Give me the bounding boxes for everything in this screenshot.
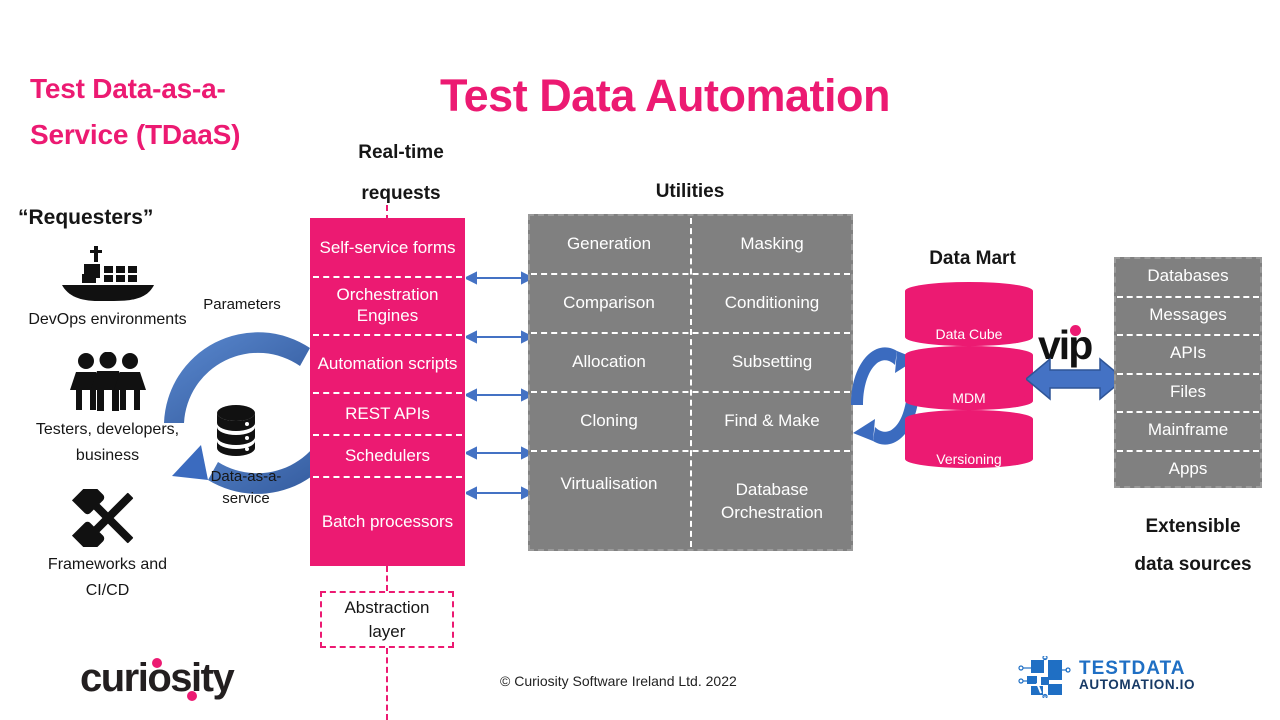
curiosity-logo-dot-i <box>152 658 162 668</box>
hammers-icon <box>0 481 215 555</box>
utilities-heading: Utilities <box>655 181 725 202</box>
realtime-line2: requests <box>361 183 441 204</box>
utility-comparison[interactable]: Comparison <box>563 293 655 312</box>
utilities-grid: Generation Masking Comparison Conditioni… <box>528 214 853 551</box>
testdata-logo-line2: AUTOMATION.IO <box>1079 677 1196 692</box>
abstraction-layer-line2: layer <box>368 621 406 641</box>
curiosity-logo-dot-s <box>187 691 197 701</box>
channel-item-batch-processors[interactable]: Batch processors <box>321 511 454 531</box>
cycle-parameters-label: Parameters <box>203 296 281 313</box>
utility-allocation[interactable]: Allocation <box>572 352 646 371</box>
utility-masking[interactable]: Masking <box>740 234 804 253</box>
channel-item-schedulers[interactable]: Schedulers <box>344 445 431 465</box>
cylinder-label-mdm: MDM <box>952 390 986 406</box>
cylinder-label-versioning: Versioning <box>936 451 1002 467</box>
connector-arrow-1 <box>463 271 535 285</box>
vip-logo-dot <box>1070 325 1081 336</box>
testdata-logo-line1: TESTDATA <box>1079 658 1186 679</box>
extensible-sources-heading: Extensible data sources <box>1098 508 1280 584</box>
people-icon <box>0 351 215 417</box>
utility-database-orchestration[interactable]: Database Orchestration <box>720 479 824 522</box>
utility-virtualisation[interactable]: Virtualisation <box>560 474 658 493</box>
curiosity-logo: curiosity <box>80 655 260 701</box>
utility-cloning[interactable]: Cloning <box>580 411 638 430</box>
data-source-apps[interactable]: Apps <box>1168 458 1208 478</box>
abstraction-layer-line1: Abstraction <box>344 597 430 617</box>
cylinder-label-data-cube: Data Cube <box>935 326 1003 342</box>
connector-arrow-5 <box>463 486 535 500</box>
data-source-divider <box>1117 334 1259 336</box>
data-source-divider <box>1117 449 1259 452</box>
realtime-line1: Real-time <box>358 142 444 163</box>
cycle-daas-label-line2: service <box>222 490 270 507</box>
realtime-connector-line <box>386 205 388 221</box>
requester-frameworks-label-line2: CI/CD <box>85 582 130 599</box>
utility-column-divider <box>690 218 692 547</box>
data-source-divider <box>1117 295 1259 298</box>
testdata-automation-logo: TESTDATA AUTOMATION.IO <box>1015 654 1205 700</box>
requester-frameworks: Frameworks and CI/CD <box>0 481 215 604</box>
ship-icon <box>0 244 215 307</box>
data-source-divider <box>1117 411 1259 413</box>
copyright-text: © Curiosity Software Ireland Ltd. 2022 <box>500 673 737 689</box>
channel-item-automation-scripts[interactable]: Automation scripts <box>317 353 458 373</box>
connector-arrow-4 <box>463 446 535 460</box>
connector-arrow-3 <box>463 388 535 402</box>
cylinder-band-versioning <box>905 410 1033 468</box>
abstraction-layer-box: Abstraction layer <box>320 591 454 648</box>
connector-arrow-2 <box>463 330 535 344</box>
channel-item-self-service-forms[interactable]: Self-service forms <box>319 237 456 257</box>
utility-find-and-make[interactable]: Find & Make <box>724 411 820 430</box>
cylinder-band-data-cube <box>905 282 1033 346</box>
channel-item-orchestration-engines[interactable]: Orchestration Engines <box>336 285 439 325</box>
channel-utility-connectors <box>463 260 535 510</box>
database-icon <box>215 404 257 461</box>
channel-divider <box>313 476 462 478</box>
testdata-logo-mark <box>1018 654 1071 700</box>
cycle-daas-label-line1: Data-as-a- <box>210 468 282 485</box>
data-source-apis[interactable]: APIs <box>1170 343 1206 363</box>
datamart-sources-arrow <box>1024 355 1126 403</box>
requester-devops: DevOps environments <box>0 244 215 333</box>
requester-testers-label-line1: Testers, developers, <box>35 421 180 438</box>
vip-logo-text: vip <box>1038 322 1093 368</box>
vip-logo: vip <box>1038 322 1114 368</box>
channel-item-rest-apis[interactable]: REST APIs <box>345 403 430 423</box>
utilities-grid-outline <box>528 214 853 551</box>
cycle-daas-label: Data-as-a- service <box>196 466 296 510</box>
abstraction-connector-top <box>386 566 388 591</box>
data-source-mainframe[interactable]: Mainframe <box>1147 420 1229 440</box>
requester-devops-label: DevOps environments <box>28 311 187 328</box>
abstraction-connector-bottom <box>386 648 388 720</box>
extensible-line2: data sources <box>1134 554 1252 575</box>
page-title: Test Data Automation <box>440 70 891 121</box>
data-mart-heading: Data Mart <box>929 248 1016 269</box>
cylinder-band-mdm <box>905 346 1033 410</box>
data-source-messages[interactable]: Messages <box>1149 304 1227 324</box>
channel-divider <box>313 434 462 436</box>
data-sources-column: Databases Messages APIs Files Mainframe … <box>1114 257 1262 488</box>
realtime-requests-label: Real-time requests <box>336 132 466 214</box>
channel-divider <box>313 334 462 336</box>
channel-divider <box>313 276 462 278</box>
data-source-divider <box>1117 372 1259 375</box>
utility-conditioning[interactable]: Conditioning <box>724 293 820 312</box>
channels-column: Self-service forms Orchestration Engines… <box>310 218 465 566</box>
requester-testers-label-line2: business <box>75 447 140 464</box>
tdaas-title-line1: Test Data-as-a- <box>30 73 226 104</box>
utility-subsetting[interactable]: Subsetting <box>731 352 813 371</box>
extensible-line1: Extensible <box>1145 516 1241 537</box>
data-source-databases[interactable]: Databases <box>1147 266 1229 286</box>
requester-frameworks-label-line1: Frameworks and <box>47 556 168 573</box>
data-source-files[interactable]: Files <box>1170 381 1206 401</box>
data-mart-cylinder: Data Cube MDM Versioning <box>905 282 1033 468</box>
tdaas-title-line2: Service (TDaaS) <box>30 119 241 150</box>
channel-divider <box>313 392 462 394</box>
data-sources-outline <box>1114 257 1262 488</box>
requesters-heading: “Requesters” <box>18 206 154 229</box>
tdaas-title: Test Data-as-a- Service (TDaaS) <box>30 66 330 158</box>
requester-testers: Testers, developers, business <box>0 351 215 469</box>
utility-generation[interactable]: Generation <box>566 234 652 253</box>
